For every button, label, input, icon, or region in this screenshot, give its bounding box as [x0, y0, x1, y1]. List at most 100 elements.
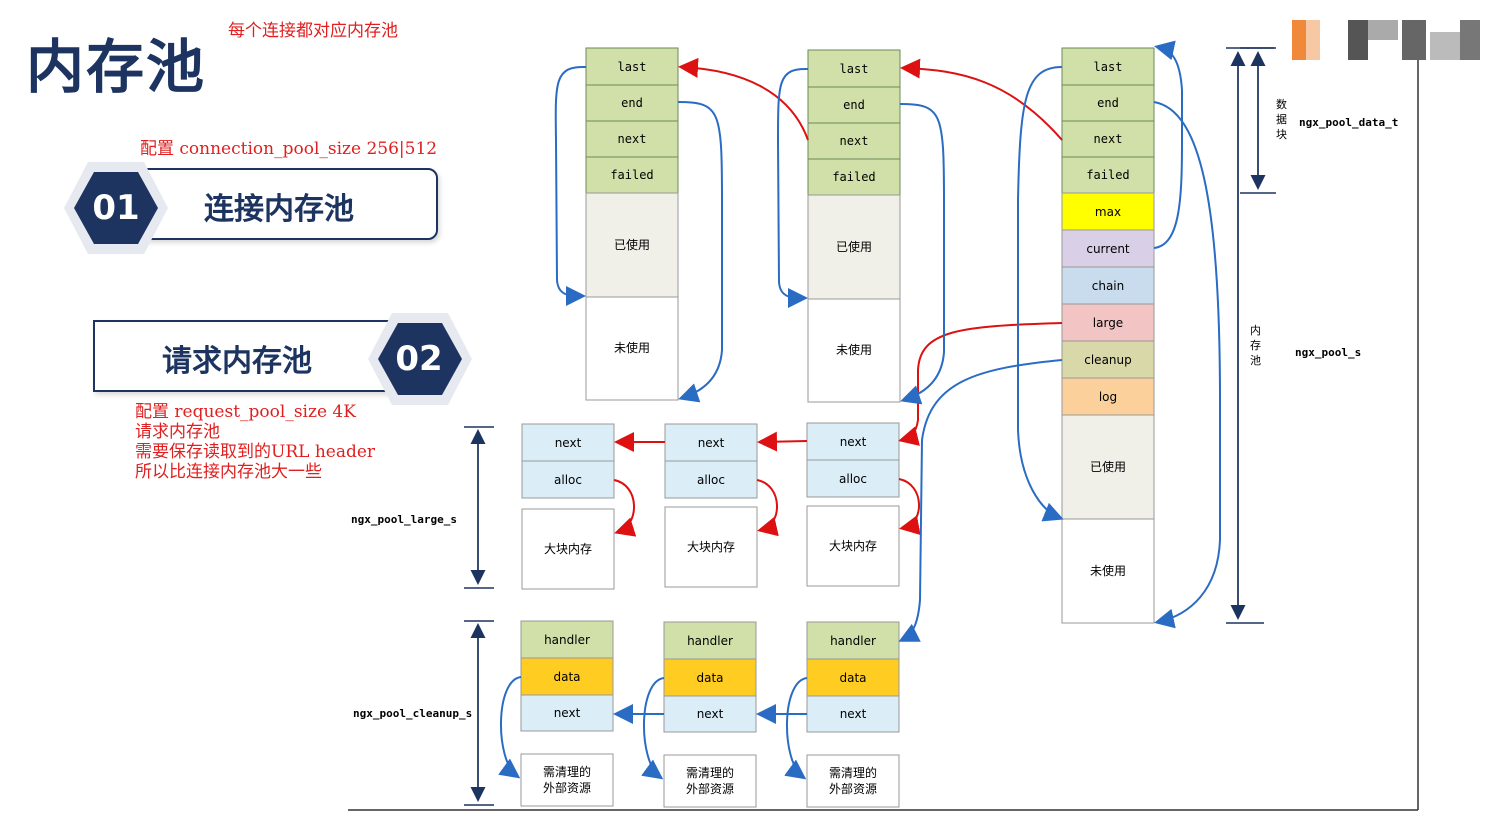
label-data-block-2: 据	[1276, 112, 1287, 126]
cleanup3-next-cell: next	[840, 707, 867, 721]
pool2-last-cell: last	[840, 62, 869, 76]
cleanup3-resource-line1: 需清理的	[829, 765, 877, 780]
large1-next-cell: next	[555, 436, 582, 450]
connection-pool-card	[128, 168, 438, 240]
main-failed-cell: failed	[1086, 168, 1129, 182]
label-large-s: ngx_pool_large_s	[351, 513, 457, 526]
main-last-arrow	[1017, 66, 1064, 522]
cleanup1-resource-line2: 外部资源	[543, 780, 591, 795]
large2-alloc-cell: alloc	[697, 473, 725, 487]
main-large-cell: large	[1093, 316, 1123, 330]
pool1-used-cell: 已使用	[614, 237, 650, 252]
cleanup-block-1: handler data next 需清理的 外部资源	[520, 620, 614, 807]
label-pool-s: ngx_pool_s	[1295, 346, 1361, 359]
large1-chunk-cell: 大块内存	[544, 542, 592, 556]
pool1-last-arrow	[554, 65, 587, 306]
main-used-cell: 已使用	[1090, 459, 1126, 474]
pool2-used-cell: 已使用	[836, 239, 872, 254]
cleanup2-resource-line2: 外部资源	[686, 781, 734, 796]
pool2-unused-cell: 未使用	[836, 342, 872, 357]
request-pool-hexagon	[368, 313, 472, 405]
large2-alloc-arrow	[756, 479, 779, 537]
connection-pool-label: 连接内存池	[204, 192, 354, 227]
label-pool-2: 存	[1250, 338, 1261, 352]
cleanup3-handler-cell: handler	[830, 634, 876, 648]
large-block-3: next alloc 大块内存	[806, 422, 900, 587]
large-block-1: next alloc 大块内存	[521, 423, 615, 590]
pool1-last-cell: last	[618, 60, 647, 74]
pool1-end-arrow	[677, 101, 723, 403]
page-title: 内存池	[26, 33, 207, 101]
dimension-pool-s	[1226, 47, 1274, 624]
main-current-cell: current	[1086, 242, 1130, 256]
pool2-end-arrow	[899, 103, 945, 405]
cleanup-block-3: handler data next 需清理的 外部资源	[806, 621, 900, 808]
large2-chunk-cell: 大块内存	[687, 540, 735, 554]
large1-alloc-arrow	[613, 479, 637, 537]
cleanup2-data-arrow	[641, 677, 665, 780]
cleanup2-resource-line1: 需清理的	[686, 765, 734, 780]
request-pool-note: 请求内存池	[135, 422, 220, 442]
pool2-failed-cell: failed	[832, 170, 875, 184]
pool2-next-arrow	[678, 57, 809, 141]
connection-pool-hexagon	[64, 162, 168, 254]
main-end-cell: end	[1097, 96, 1119, 110]
request-size-compare-note: 所以比连接内存池大一些	[135, 462, 322, 482]
pool1-next-cell: next	[618, 132, 647, 146]
connection-pool-number: 01	[92, 188, 140, 228]
large3-alloc-cell: alloc	[839, 472, 867, 486]
main-unused-cell: 未使用	[1090, 563, 1126, 578]
main-large-arrow	[898, 322, 1063, 446]
cleanup3-data-arrow	[784, 677, 808, 780]
large3-chunk-cell: 大块内存	[829, 539, 877, 553]
pool2-last-arrow	[776, 67, 809, 308]
request-header-note: 需要保存读取到的URL header	[135, 442, 376, 462]
main-max-cell: max	[1095, 205, 1121, 219]
cleanup2-data-cell: data	[696, 671, 723, 685]
cleanup1-resource-line1: 需清理的	[543, 764, 591, 779]
pool-block-1: last end next failed 已使用 未使用	[585, 47, 679, 401]
request-pool-size-note: 配置 request_pool_size 4K	[135, 402, 356, 422]
brand-logo	[1292, 20, 1482, 60]
dimension-large-s	[464, 426, 494, 589]
large-block-2: next alloc 大块内存	[664, 423, 758, 588]
large3-next-cell: next	[840, 435, 867, 449]
label-pool-1: 内	[1250, 323, 1261, 337]
main-cleanup-arrow	[898, 359, 1063, 642]
request-pool-label: 请求内存池	[162, 344, 312, 379]
main-next-arrow	[900, 58, 1063, 141]
pool-block-2: last end next failed 已使用 未使用	[807, 49, 901, 403]
dimension-cleanup-s	[464, 620, 494, 806]
pool1-unused-cell: 未使用	[614, 340, 650, 355]
main-chain-cell: chain	[1092, 279, 1125, 293]
main-next-cell: next	[1094, 132, 1123, 146]
cleanup2-handler-cell: handler	[687, 634, 733, 648]
main-log-cell: log	[1099, 390, 1117, 404]
pool-per-connection-note: 每个连接都对应内存池	[228, 21, 398, 41]
main-cleanup-cell: cleanup	[1084, 353, 1132, 367]
cleanup1-handler-cell: handler	[544, 633, 590, 647]
connection-pool-size-note: 配置 connection_pool_size 256|512	[140, 139, 438, 159]
large2-next-cell: next	[698, 436, 725, 450]
large3-next-arrow	[757, 431, 808, 452]
main-last-cell: last	[1094, 60, 1123, 74]
pool2-next-cell: next	[840, 134, 869, 148]
cleanup3-resource-line2: 外部资源	[829, 781, 877, 796]
pool2-end-cell: end	[843, 98, 865, 112]
label-data-t: ngx_pool_data_t	[1299, 116, 1398, 129]
cleanup3-data-cell: data	[839, 671, 866, 685]
cleanup1-data-cell: data	[553, 670, 580, 684]
large1-alloc-cell: alloc	[554, 473, 582, 487]
label-data-block-1: 数	[1276, 98, 1287, 111]
dimension-data-t	[1240, 47, 1276, 194]
pool1-failed-cell: failed	[610, 168, 653, 182]
pool-block-main: last end next failed max current chain l…	[1061, 47, 1155, 624]
large3-alloc-arrow	[898, 478, 921, 535]
pool1-end-cell: end	[621, 96, 643, 110]
cleanup-block-2: handler data next 需清理的 外部资源	[663, 621, 757, 808]
label-pool-3: 池	[1250, 354, 1261, 367]
cleanup1-next-cell: next	[554, 706, 581, 720]
request-pool-number: 02	[395, 339, 443, 379]
cleanup2-next-cell: next	[697, 707, 724, 721]
